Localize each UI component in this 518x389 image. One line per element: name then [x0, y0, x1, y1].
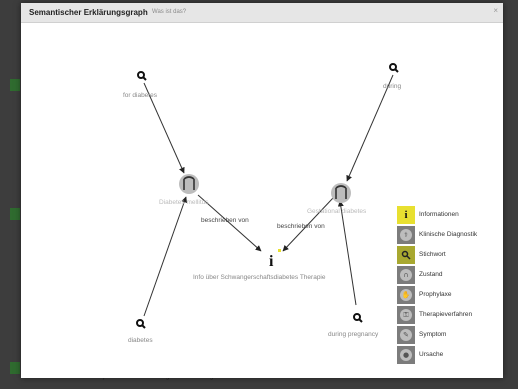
legend-item-prophylaxe: ✋ Prophylaxe — [397, 286, 507, 304]
node-diabetes[interactable]: diabetes — [128, 319, 153, 344]
keyword-search-icon — [389, 63, 399, 73]
help-link[interactable]: Was ist das? — [152, 9, 187, 15]
node-label: Info über Schwangerschaftsdiabetes Thera… — [193, 274, 326, 281]
semantic-graph: beschrieben von beschrieben von for diab… — [123, 63, 401, 344]
node-for-diabetes[interactable]: for diabetes — [123, 71, 158, 99]
background-marker — [10, 79, 20, 91]
node-info[interactable]: i Info über Schwangerschaftsdiabetes The… — [193, 249, 326, 281]
legend-label: Ursache — [419, 351, 444, 358]
legend-label: Klinische Diagnostik — [419, 231, 478, 238]
node-label: for diabetes — [123, 92, 158, 99]
edge-during-pregnancy-to-gestational-diabetes — [337, 200, 357, 306]
legend-item-klinische-diagnostik: ⚕ Klinische Diagnostik — [397, 226, 507, 244]
node-gestational-diabetes[interactable]: Gestational diabetes — [307, 183, 367, 215]
legend-item-therapieverfahren: ⚿ Therapieverfahren — [397, 306, 507, 324]
legend-label: Symptom — [419, 331, 447, 338]
therapy-icon: ⚿ — [397, 306, 415, 324]
edge-diabetes-to-diabetes-mellitus — [143, 196, 188, 317]
keyword-search-icon — [136, 319, 146, 329]
legend-label: Informationen — [419, 211, 459, 218]
legend-item-informationen: i Informationen — [397, 206, 507, 224]
info-icon: i — [269, 253, 274, 270]
edge-diabetes-mellitus-to-info — [197, 194, 262, 252]
edge-label-left: beschrieben von — [201, 217, 249, 224]
node-during[interactable]: during — [383, 63, 401, 90]
condition-icon: ∩ — [397, 266, 415, 284]
node-label: Diabetes mellitus — [159, 199, 209, 206]
keyword-search-icon — [353, 313, 363, 323]
legend-item-symptom: ✎ Symptom — [397, 326, 507, 344]
node-label: Gestational diabetes — [307, 208, 367, 215]
cause-icon: ● — [397, 346, 415, 364]
legend-item-ursache: ● Ursache — [397, 346, 507, 364]
edge-label-right: beschrieben von — [277, 223, 325, 230]
clinical-diagnostics-icon: ⚕ — [397, 226, 415, 244]
info-icon: i — [397, 206, 415, 224]
symptom-icon: ✎ — [397, 326, 415, 344]
node-diabetes-mellitus[interactable]: Diabetes mellitus — [159, 174, 209, 206]
legend-label: Zustand — [419, 271, 443, 278]
edge-during-to-gestational-diabetes — [346, 74, 394, 182]
legend-item-stichwort: Stichwort — [397, 246, 507, 264]
dialog-title: Semantischer Erklärungsgraph — [29, 8, 148, 17]
keyword-search-icon — [137, 71, 147, 81]
close-button[interactable]: × — [493, 6, 498, 15]
edge-for-diabetes-to-diabetes-mellitus — [143, 82, 185, 174]
legend-label: Therapieverfahren — [419, 311, 473, 318]
node-label: during pregnancy — [328, 331, 379, 338]
keyword-search-icon — [397, 246, 415, 264]
node-label: during — [383, 83, 401, 90]
background-marker — [10, 208, 20, 220]
node-during-pregnancy[interactable]: during pregnancy — [328, 313, 379, 338]
prophylaxis-icon: ✋ — [397, 286, 415, 304]
legend-label: Prophylaxe — [419, 291, 452, 298]
edge-gestational-diabetes-to-info — [282, 197, 334, 252]
node-label: diabetes — [128, 337, 153, 344]
legend-label: Stichwort — [419, 251, 446, 258]
dialog-header: Semantischer Erklärungsgraph Was ist das… — [21, 3, 503, 23]
legend-item-zustand: ∩ Zustand — [397, 266, 507, 284]
background-marker — [10, 362, 20, 374]
explanation-graph-dialog: Semantischer Erklärungsgraph Was ist das… — [21, 3, 503, 378]
